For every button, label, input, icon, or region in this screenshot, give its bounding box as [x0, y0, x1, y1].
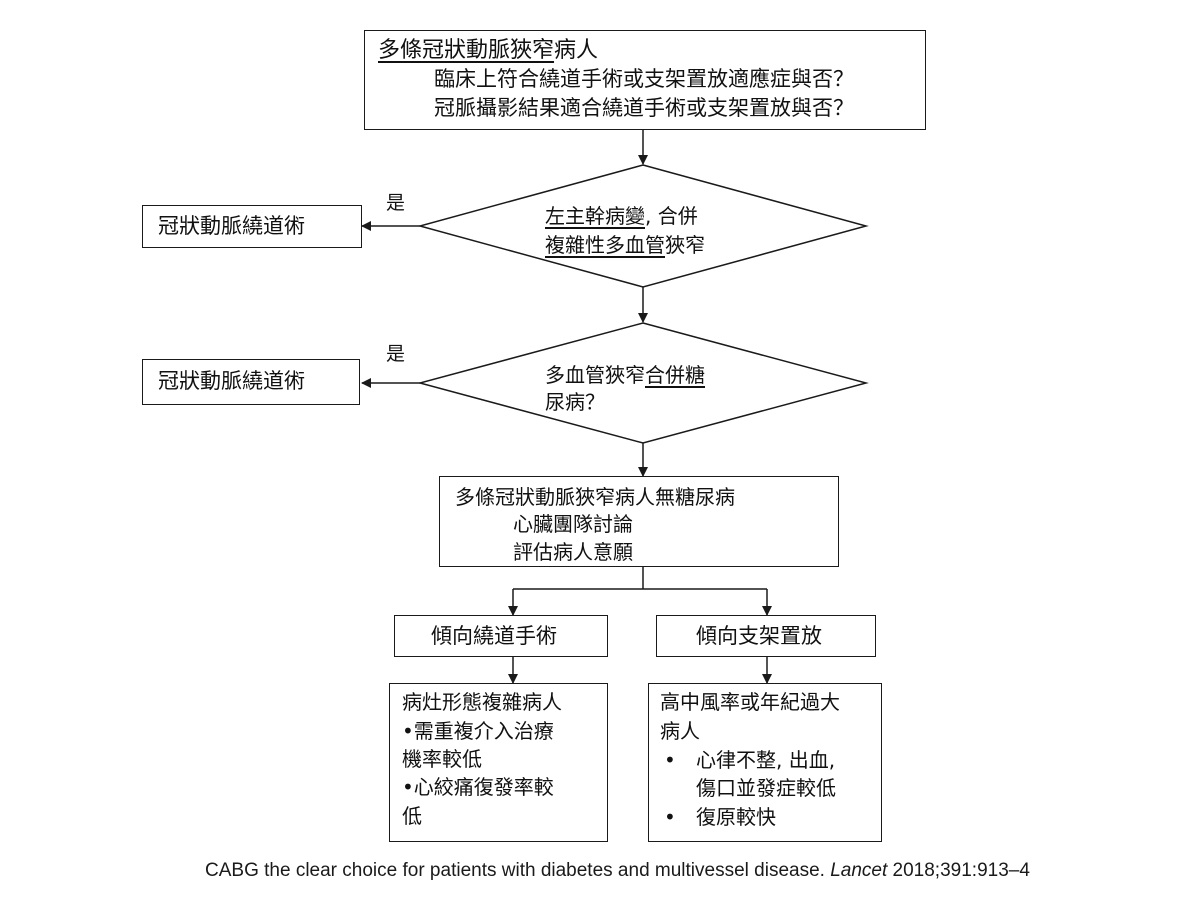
middle-box-line3: 評估病人意願: [513, 540, 633, 564]
decision2-line2: 尿病？: [545, 390, 605, 414]
decision1-yes-label: 是: [386, 192, 406, 214]
right-branch-bullet1-a: 心律不整, 出血,: [696, 748, 836, 772]
decision1-line1-underlined: 左主幹病變: [545, 204, 645, 228]
middle-box-line1: 多條冠狀動脈狹窄病人無糖尿病: [455, 485, 735, 509]
middle-box-line2: 心臟團隊討論: [513, 512, 633, 536]
right-branch-detail-line2: 病人: [660, 719, 700, 743]
decision2-yes-outcome-box: [142, 359, 360, 405]
left-branch-detail-line: 機率較低: [402, 747, 482, 771]
right-branch-bullet-mark: •: [664, 748, 676, 772]
left-branch-detail-line: •心絞痛復發率較: [402, 775, 554, 799]
citation-text: CABG the clear choice for patients with …: [205, 860, 831, 881]
right-branch-bullet-mark: •: [664, 805, 676, 829]
decision1-line2-rest: 狹窄: [665, 233, 705, 257]
middle-box: [439, 476, 839, 567]
decision2-line1-underlined: 合併糖: [645, 363, 705, 387]
decision1-line1-rest: , 合併: [645, 204, 698, 228]
top-box-title-rest: 病人: [554, 38, 599, 63]
left-branch-detail-line: •需重複介入治療: [402, 719, 554, 743]
right-branch-header: 傾向支架置放: [696, 624, 822, 648]
left-branch-detail-box: [389, 683, 608, 842]
top-box-line3: 冠脈攝影結果適合繞道手術或支架置放與否？: [434, 96, 854, 120]
right-branch-bullet1-b: 傷口並發症較低: [696, 776, 836, 800]
decision1-line2-underlined: 複雜性多血管: [545, 233, 665, 257]
citation-journal: Lancet: [830, 860, 888, 881]
top-box-title-underlined: 多條冠狀動脈狹窄: [378, 38, 555, 63]
decision1-yes-outcome-box: [142, 205, 362, 248]
right-branch-detail-box: [648, 683, 882, 842]
right-branch-detail-line1: 高中風率或年紀過大: [660, 690, 840, 714]
decision1-line1: 左主幹病變, 合併: [545, 206, 698, 226]
decision1-yes-outcome: 冠狀動脈繞道術: [158, 214, 305, 238]
left-branch-header: 傾向繞道手術: [431, 624, 557, 648]
top-box: [364, 30, 926, 130]
decision1-line2: 複雜性多血管狹窄: [545, 235, 705, 255]
left-branch-detail-line: 病灶形態複雜病人: [402, 690, 562, 714]
right-branch-bullet2: 復原較快: [696, 805, 776, 829]
citation: CABG the clear choice for patients with …: [205, 860, 1030, 882]
decision2-yes-outcome: 冠狀動脈繞道術: [158, 369, 305, 393]
top-box-line2: 臨床上符合繞道手術或支架置放適應症與否？: [434, 67, 854, 91]
top-box-title: 多條冠狀動脈狹窄病人: [378, 40, 598, 62]
citation-ref: 2018;391:913–4: [887, 860, 1030, 881]
right-branch-header-box: [656, 615, 876, 657]
left-branch-detail-line: 低: [402, 804, 422, 828]
decision2-line1-plain: 多血管狹窄: [545, 363, 645, 387]
left-branch-header-box: [394, 615, 608, 657]
decision2-line1: 多血管狹窄合併糖: [545, 365, 705, 385]
decision2-yes-label: 是: [386, 343, 406, 365]
